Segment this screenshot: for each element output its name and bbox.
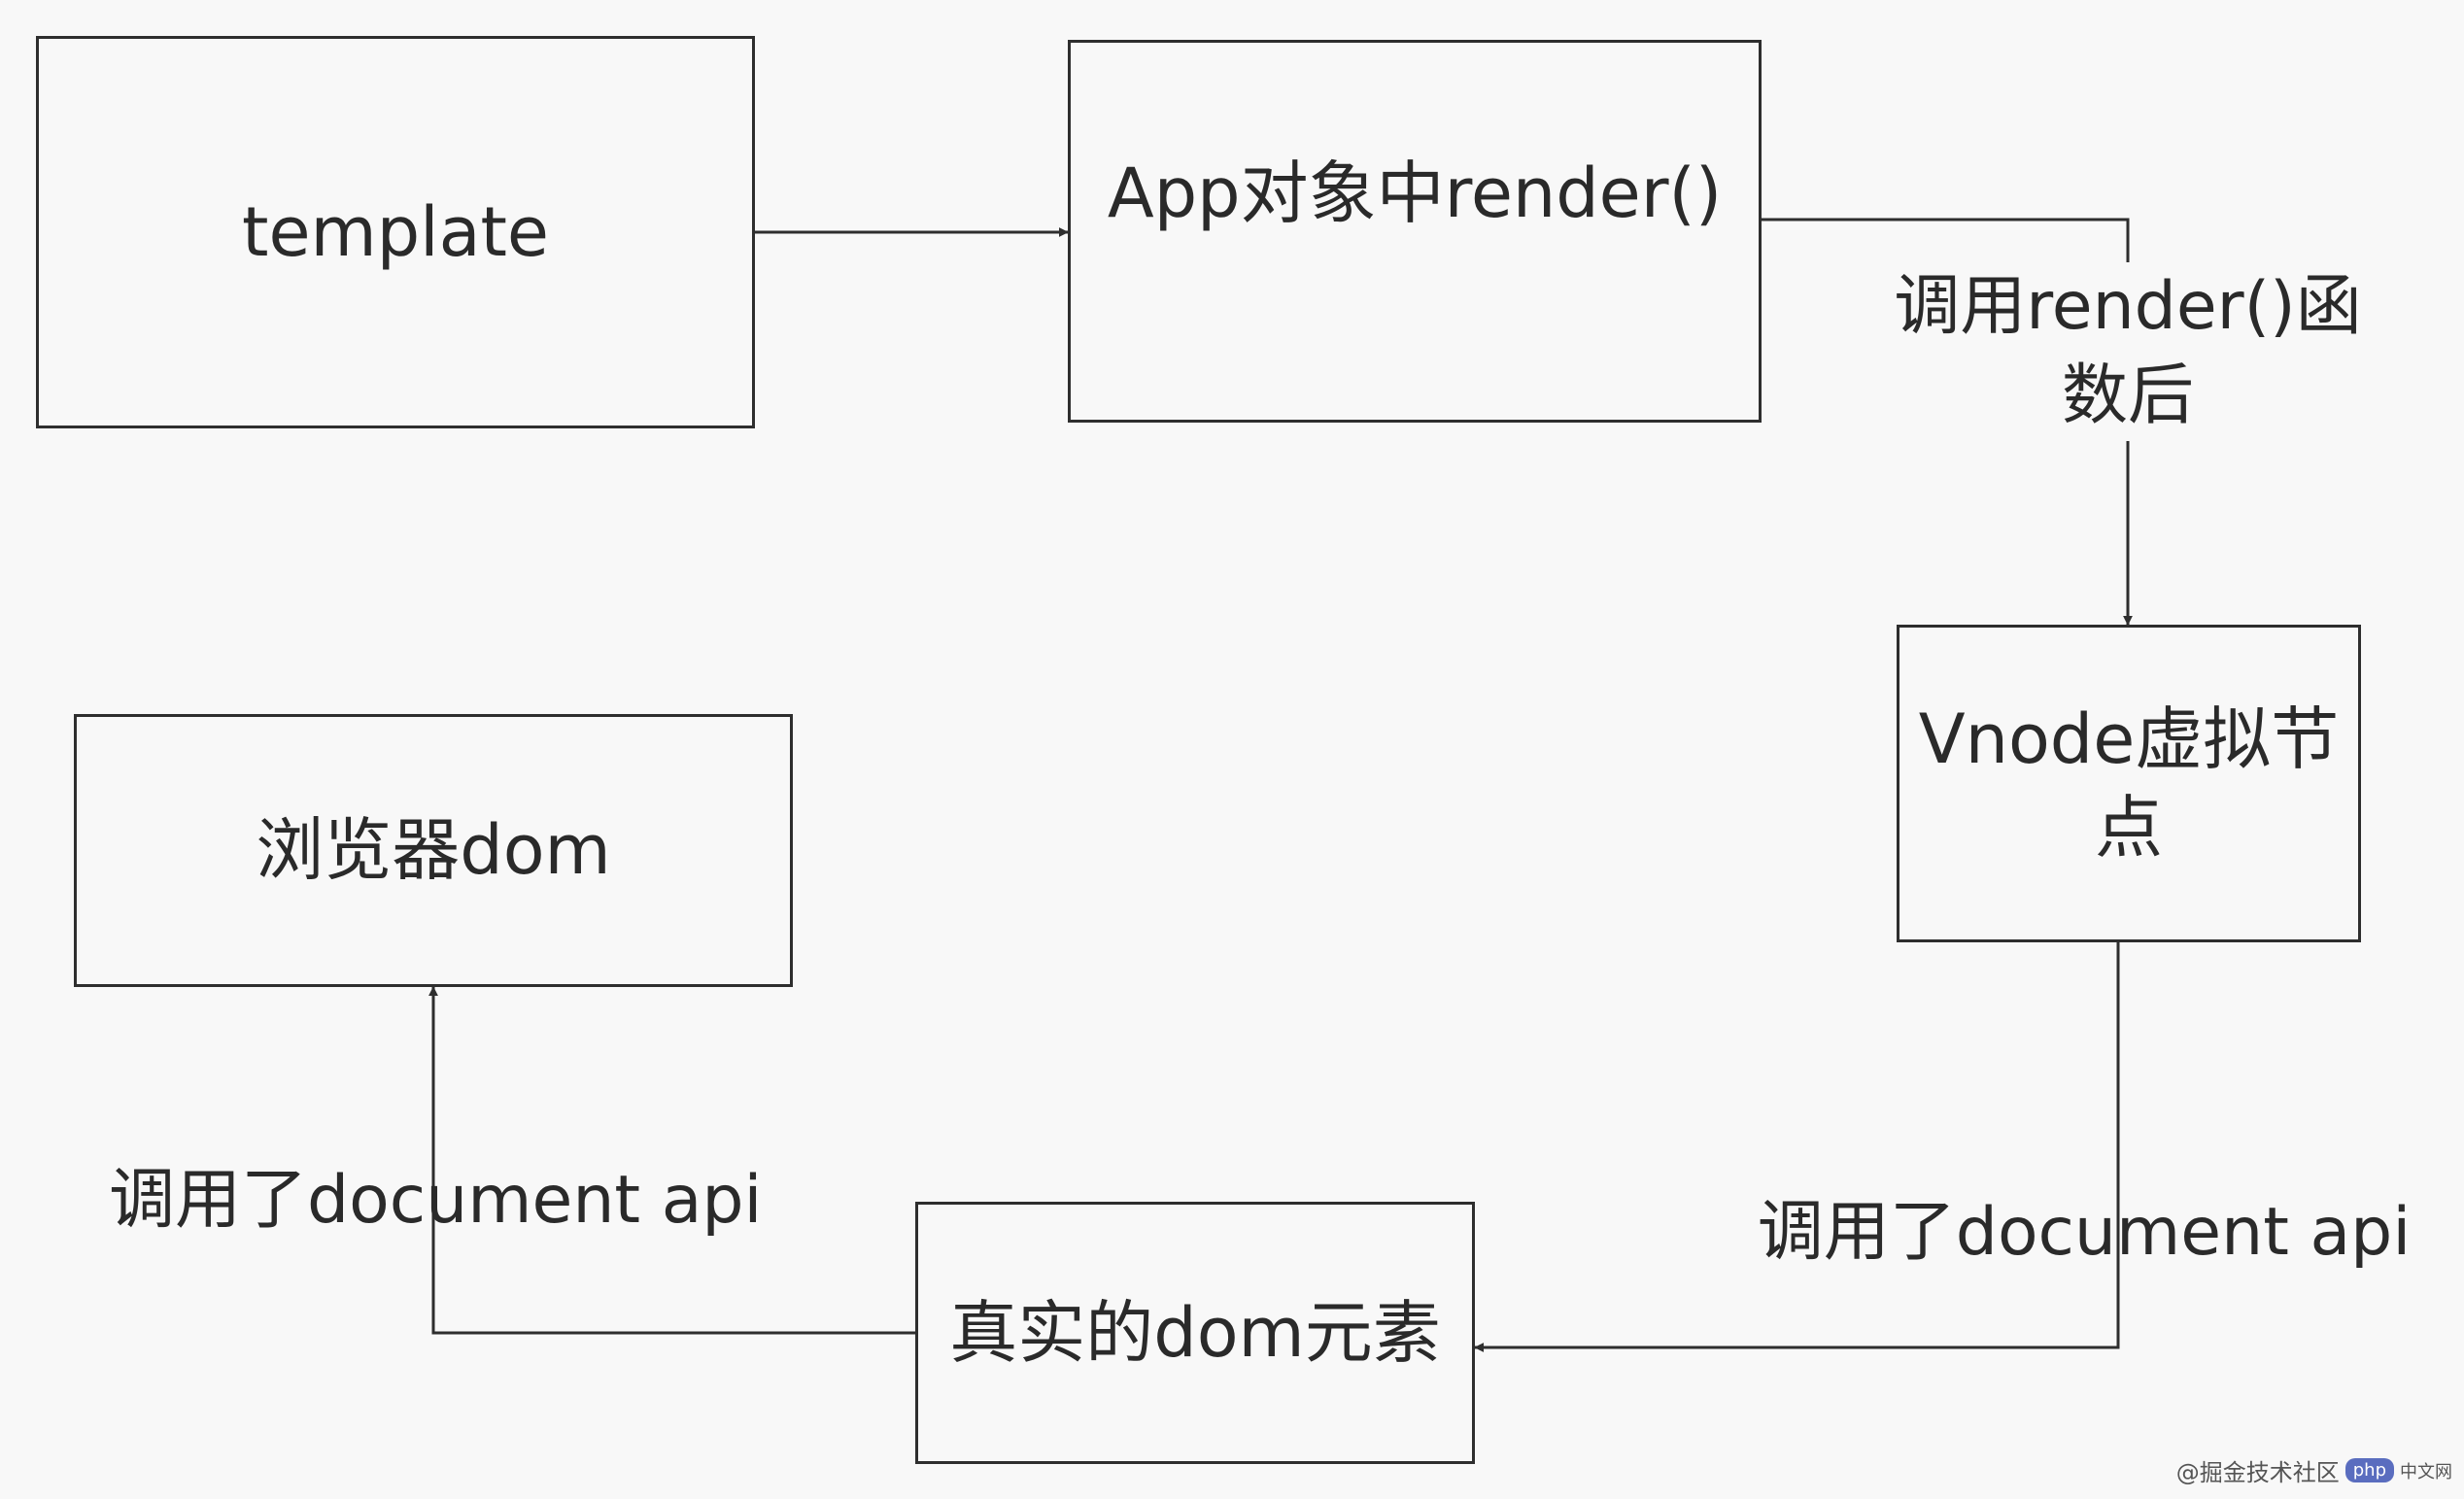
php-logo: php	[2344, 1458, 2394, 1482]
browser-dom-node-label: 浏览器dom	[256, 810, 611, 890]
watermark-text: @掘金技术社区	[2175, 1459, 2340, 1486]
browser-dom-node: 浏览器dom	[74, 714, 793, 987]
real-dom-node-label: 真实的dom元素	[949, 1292, 1441, 1373]
vnode-node: Vnode虚拟节点	[1897, 625, 2361, 942]
watermark-suffix: 中文网	[2400, 1461, 2452, 1482]
edge-label-vnode-to-dom: 调用了document api	[1757, 1194, 2412, 1271]
vnode-node-label: Vnode虚拟节点	[1918, 698, 2340, 868]
app-render-node: App对象中render()	[1068, 40, 1762, 423]
real-dom-node: 真实的dom元素	[915, 1202, 1475, 1464]
template-node: template	[36, 36, 755, 428]
app-render-node-label: App对象中render()	[1107, 153, 1723, 233]
arrow-vnode-to-real-dom	[1474, 935, 2120, 1352]
arrow-app-to-vnode	[1761, 218, 2133, 626]
template-node-label: template	[242, 191, 549, 272]
edge-label-dom-to-browser: 调用了document api	[109, 1162, 763, 1239]
arrow-real-dom-to-browser	[428, 986, 915, 1335]
watermark: @掘金技术社区 php 中文网	[2176, 1453, 2452, 1487]
edge-label-after-render: 调用render()函数后	[1880, 262, 2376, 441]
